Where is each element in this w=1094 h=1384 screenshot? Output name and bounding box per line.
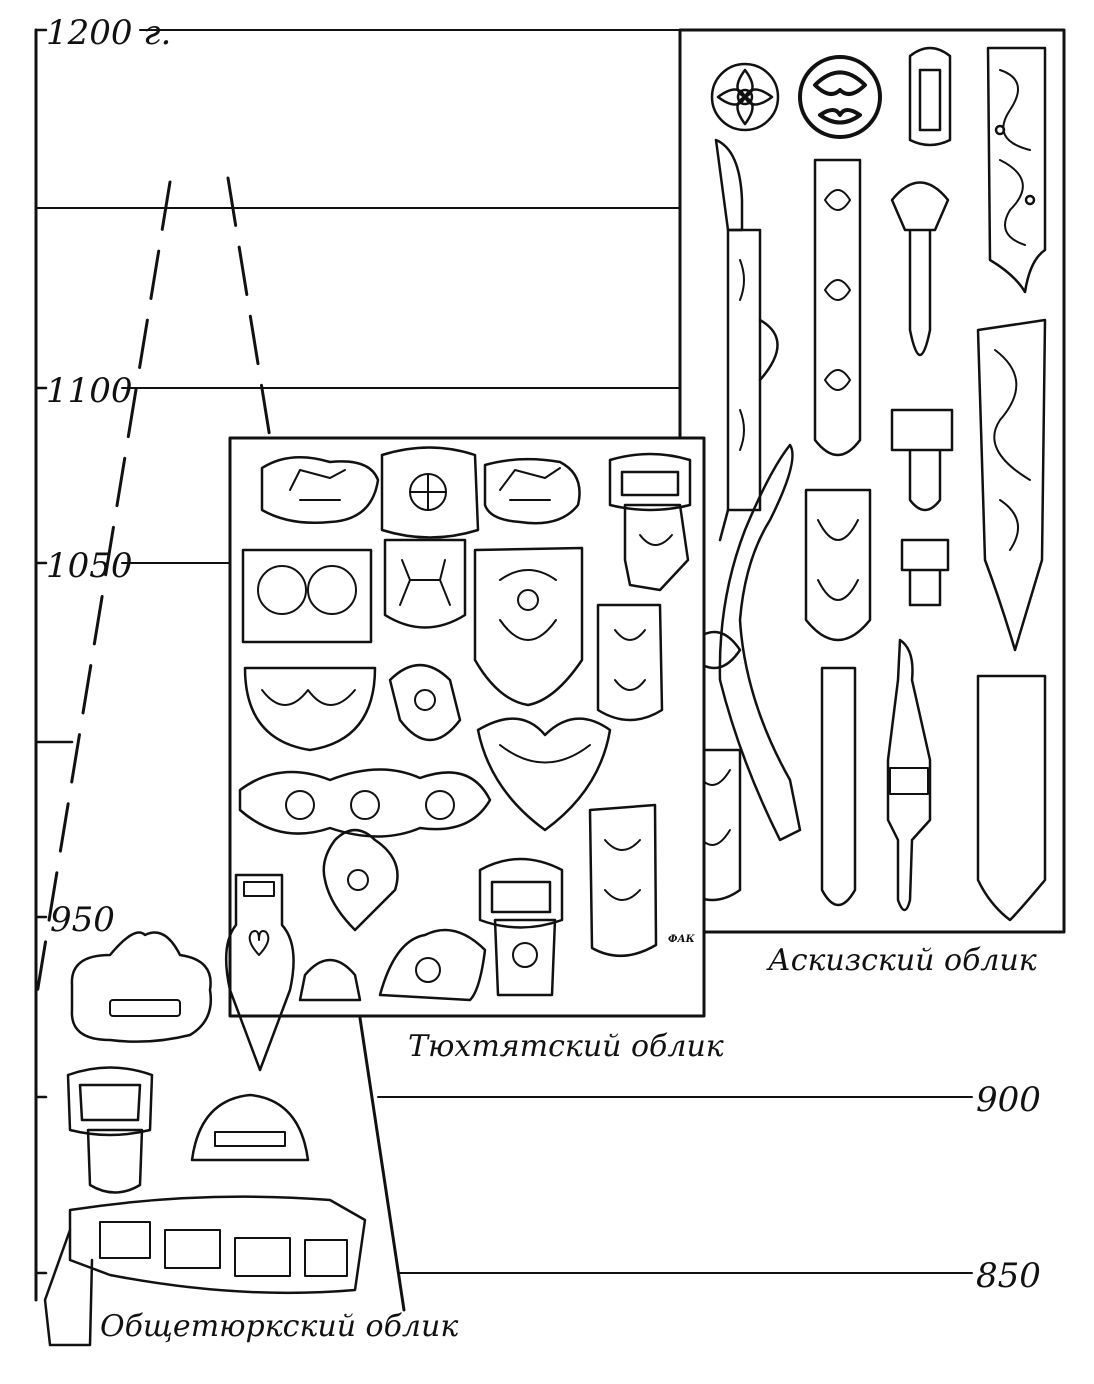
tick-label-950: 950 [50,900,115,940]
square-plaque-icon [241,548,373,644]
tall-plaque-icon [588,803,658,958]
small-buckle-icon [890,408,954,512]
flower-plaque-icon [380,446,480,539]
rosette-icon [710,62,780,132]
composite-plaque-icon [238,768,492,838]
narrow-plaque-icon [596,603,664,722]
strap-tongue-icon [886,638,932,912]
belt-plate-icon [813,158,862,457]
pendant-plaque-icon [322,828,399,932]
cloud-plaque-icon [70,931,213,1043]
obshcheturk-group [43,873,367,1347]
buckle-pendant-icon [890,181,950,356]
knife-icon [714,138,744,232]
buckle-icon-2 [608,452,692,512]
animal-plaque-icon-2 [483,457,581,525]
animal-plaque-icon [260,456,380,525]
tyukhtyat-caption: Тюхтятский облик [408,1029,724,1064]
strap-end-icon [986,46,1047,294]
deer-plaque-icon [383,538,467,629]
tyukhtyat-panel [228,436,706,1018]
small-buckle-icon-2 [900,538,950,607]
heart-plaque-icon [804,488,872,642]
buckle-icon-3 [478,857,564,929]
blade-icon [976,674,1047,922]
heart-plaque-icon-2 [476,717,612,832]
small-plaque-icon [298,958,362,1002]
ornament-plaque-icon-2 [388,663,462,742]
keyhole-strap-end-icon [224,873,295,1072]
askiz-caption: Аскизский облик [766,943,1037,978]
buckle-icon [908,46,952,147]
tick-label-900: 900 [976,1080,1041,1120]
tick-label-1100: 1100 [46,371,133,411]
tick-label-1200: 1200 г. [46,13,171,53]
semicircle-plaque-icon [243,666,377,752]
long-strap-end-icon [976,318,1047,652]
dashed-trend-lines [34,176,406,1312]
askiz-panel [678,28,1066,934]
tick-label-850: 850 [976,1256,1041,1296]
tick-label-1050: 1050 [46,546,133,586]
timeline-axis [34,28,973,1302]
strap-end-bottom-icon [820,666,857,907]
obshcheturk-caption: Общетюркский облик [100,1309,458,1344]
shield-plaque-icon [473,546,584,707]
openwork-plaque-icon [798,55,882,139]
belt-icon [68,1195,367,1295]
buckle-icon-4 [66,1066,154,1137]
sabre-icon [718,443,802,842]
timeline-labels: 1200 г. 1100 1050 950 900 850 [46,13,1041,1296]
artist-signature: ФАК [668,934,696,945]
half-disc-plaque-icon [190,1093,310,1162]
flame-plaque-icon [378,928,487,1002]
